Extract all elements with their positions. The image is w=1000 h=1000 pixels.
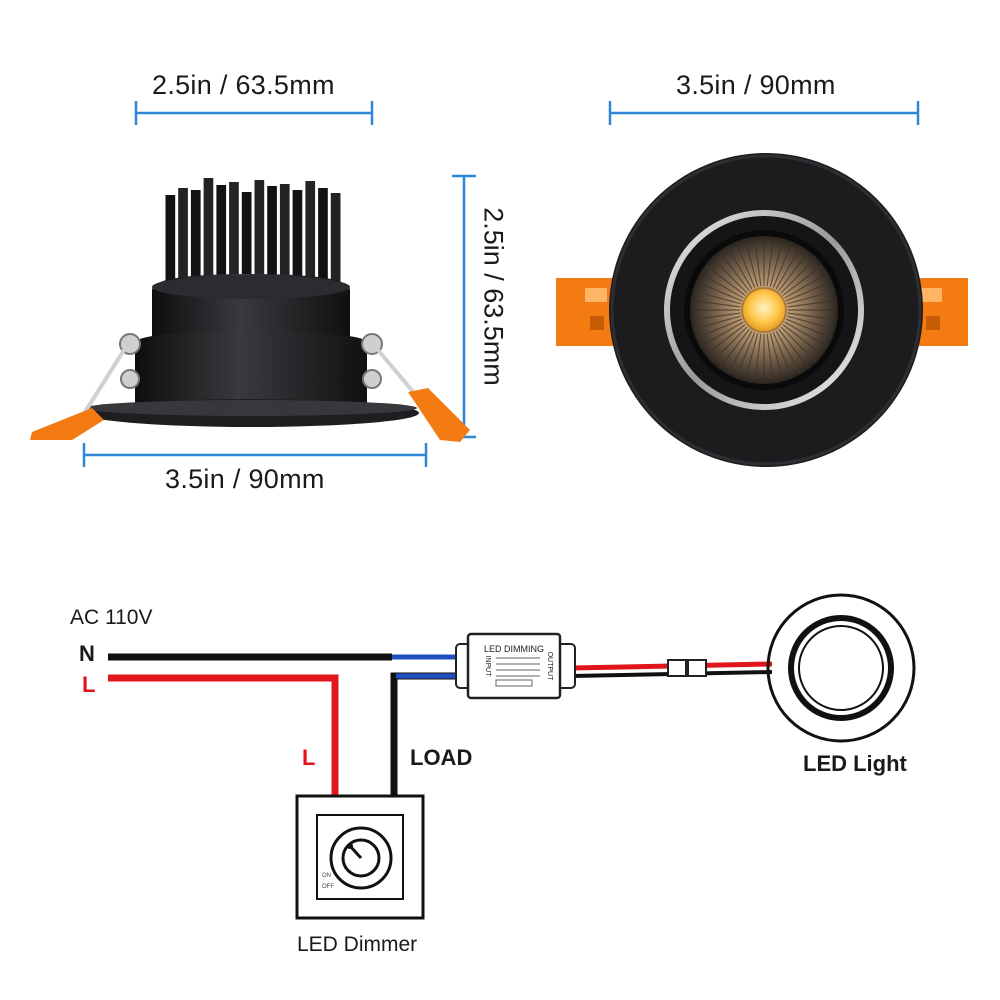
reflector-facet bbox=[785, 281, 832, 302]
heat-sink-fin bbox=[279, 184, 290, 285]
heat-sink-fin bbox=[216, 185, 227, 285]
reflector-facet bbox=[744, 333, 759, 381]
heat-sink-fin bbox=[305, 181, 316, 285]
reflector-facet bbox=[693, 315, 741, 330]
led-light-caption: LED Light bbox=[803, 751, 907, 776]
reflector-facet bbox=[753, 237, 762, 287]
reflector-facet bbox=[693, 290, 741, 305]
heat-sink-fins bbox=[165, 178, 341, 285]
reflector-facet bbox=[766, 237, 775, 287]
reflector-facet bbox=[772, 331, 793, 378]
dimension-label-side-bottom: 3.5in / 90mm bbox=[165, 464, 325, 494]
reflector-facet bbox=[700, 321, 744, 348]
reflector-facet bbox=[769, 333, 784, 381]
load-label: LOAD bbox=[410, 745, 473, 770]
wiring-diagram: LED DIMMING INPUT OUTPUT ON OFF bbox=[108, 593, 916, 920]
reflector-facets bbox=[691, 237, 837, 383]
downlight-front-view bbox=[556, 153, 968, 467]
reflector-facet bbox=[696, 281, 743, 302]
reflector-facet bbox=[787, 299, 837, 308]
reflector-facet bbox=[775, 246, 802, 290]
reflector-facet bbox=[711, 257, 748, 294]
led-dimmer: ON OFF bbox=[295, 794, 425, 920]
heat-sink-fin bbox=[229, 182, 239, 285]
spring-clip-left bbox=[30, 333, 141, 440]
spring-clip-front-left bbox=[556, 278, 618, 346]
reflector-facet bbox=[778, 328, 809, 369]
driver-title: LED DIMMING bbox=[484, 644, 544, 654]
live-wire bbox=[108, 674, 339, 796]
reflector-facet bbox=[780, 257, 817, 294]
heat-sink-fin bbox=[203, 178, 214, 285]
dimmer-knob[interactable] bbox=[329, 826, 393, 890]
dimmer-off-label: OFF bbox=[322, 884, 334, 890]
reflector-facet bbox=[784, 321, 828, 348]
reflector-facet bbox=[775, 330, 802, 374]
dimmer-on-label: ON bbox=[322, 873, 331, 879]
live-label: L bbox=[82, 672, 96, 697]
reflector-facet bbox=[735, 242, 756, 289]
wire-connector bbox=[667, 659, 707, 677]
dimension-line-front-top bbox=[608, 101, 920, 125]
heat-sink-fin bbox=[318, 188, 328, 285]
led-light-icon bbox=[766, 593, 916, 743]
reflector-facet bbox=[726, 330, 753, 374]
reflector-facet bbox=[705, 324, 746, 355]
reflector-facet bbox=[691, 312, 741, 321]
reflector-facet bbox=[696, 318, 743, 339]
led-driver: LED DIMMING INPUT OUTPUT bbox=[455, 632, 576, 700]
dimension-label-front-top: 3.5in / 90mm bbox=[676, 70, 836, 100]
reflector-facet bbox=[787, 290, 835, 305]
reflector-facet bbox=[691, 299, 741, 308]
supply-label: AC 110V bbox=[70, 606, 153, 629]
reflector-facet bbox=[782, 324, 823, 355]
heat-sink-fin bbox=[330, 193, 341, 285]
reflector-facet bbox=[711, 326, 748, 363]
reflector-facet bbox=[726, 246, 753, 290]
reflector-facet bbox=[735, 331, 756, 378]
reflector-facet bbox=[782, 265, 823, 296]
heat-sink-fin bbox=[178, 188, 188, 285]
dimension-label-side-height: 2.5in / 63.5mm bbox=[478, 207, 509, 386]
neutral-label: N bbox=[79, 641, 95, 666]
reflector-facet bbox=[784, 272, 828, 299]
driver-output-label: OUTPUT bbox=[546, 652, 553, 682]
reflector-facet bbox=[700, 272, 744, 299]
spring-clip-front-right bbox=[910, 278, 968, 346]
heat-sink-fin bbox=[241, 192, 252, 285]
reflector-facet bbox=[787, 312, 837, 321]
dimension-line-side-bottom bbox=[82, 443, 428, 467]
reflector-facet bbox=[719, 328, 750, 369]
led-dimmer-caption: LED Dimmer bbox=[297, 933, 418, 956]
reflector-facet bbox=[785, 318, 832, 339]
heat-sink-fin bbox=[190, 190, 201, 285]
reflector-facet bbox=[780, 326, 817, 363]
heat-sink-fin bbox=[267, 186, 277, 285]
heat-sink-fin bbox=[292, 190, 303, 285]
dimension-line-side-height bbox=[452, 174, 476, 439]
spring-clip-right bbox=[361, 333, 470, 442]
led-chip bbox=[741, 287, 787, 333]
reflector-facet bbox=[719, 251, 750, 292]
heat-sink-fin bbox=[254, 180, 265, 285]
load-wire bbox=[390, 672, 466, 796]
reflector-facet bbox=[744, 239, 759, 287]
dimension-label-side-top: 2.5in / 63.5mm bbox=[152, 70, 335, 100]
reflector-facet bbox=[766, 333, 775, 383]
reflector-facet bbox=[753, 333, 762, 383]
lower-housing bbox=[135, 332, 367, 410]
reflector-facet bbox=[769, 239, 784, 287]
reflector-facet bbox=[787, 315, 835, 330]
reflector-facet bbox=[705, 265, 746, 296]
reflector-facet bbox=[778, 251, 809, 292]
reflector-facet bbox=[772, 242, 793, 289]
heat-sink-fin bbox=[165, 195, 176, 285]
driver-input-label: INPUT bbox=[484, 656, 491, 678]
downlight-side-view bbox=[30, 178, 470, 442]
dimension-line-side-top bbox=[134, 101, 374, 125]
live-drop-label: L bbox=[302, 745, 316, 770]
